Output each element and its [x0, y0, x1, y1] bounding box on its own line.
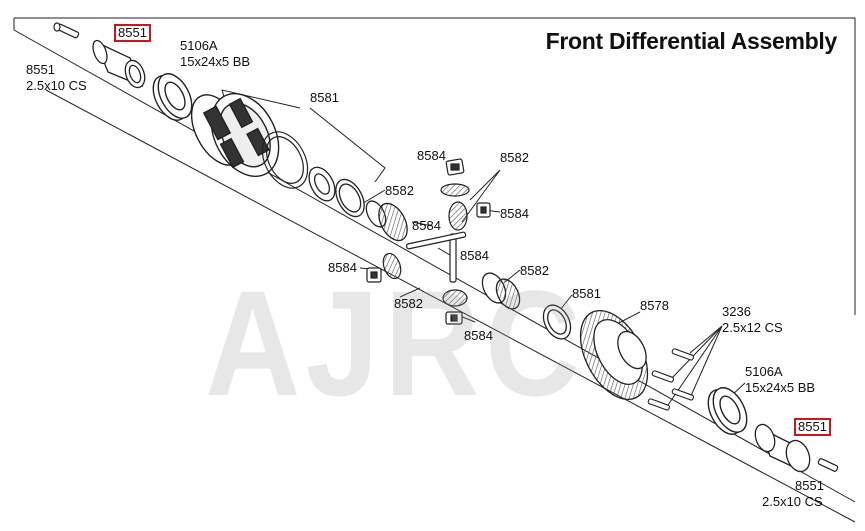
- part-label-8584-d: 8584: [460, 248, 489, 263]
- bottom-bearing: [707, 387, 748, 435]
- part-label-5106a-top-size: 15x24x5 BB: [180, 54, 251, 69]
- spider-gear-bottom: [366, 252, 468, 325]
- part-label-8584-b: 8584: [412, 218, 441, 233]
- shims-top: [308, 166, 365, 218]
- part-label-3236: 3236: [722, 304, 751, 319]
- ring-gear: [579, 309, 649, 401]
- part-label-5106a-bottom: 5106A: [745, 364, 783, 379]
- part-label-8551-top-code: 8551: [26, 62, 55, 77]
- housing-gasket: [261, 131, 309, 189]
- ring-gear-screws: [647, 348, 695, 411]
- part-label-5106a-top: 5106A: [180, 38, 218, 53]
- part-label-8582-a: 8582: [385, 183, 414, 198]
- part-label-8551-top-size: 2.5x10 CS: [26, 78, 87, 93]
- top-bearing: [152, 73, 193, 121]
- part-label-3236-size: 2.5x12 CS: [722, 320, 783, 335]
- part-label-8578: 8578: [640, 298, 669, 313]
- part-label-8551-bottom: 8551: [794, 418, 831, 436]
- differential-housing: [190, 92, 280, 178]
- part-label-8581-bottom: 8581: [572, 286, 601, 301]
- spider-gear-top: [440, 158, 491, 231]
- shim-bottom: [542, 304, 572, 340]
- top-output-cup: [92, 39, 146, 89]
- cross-shaft: [406, 231, 467, 283]
- part-label-8584-c: 8584: [500, 206, 529, 221]
- part-label-8581-top: 8581: [310, 90, 339, 105]
- part-label-8584-a: 8584: [417, 148, 446, 163]
- part-label-8584-e: 8584: [328, 260, 357, 275]
- bottom-pin: [817, 458, 839, 472]
- part-label-8582-b: 8582: [500, 150, 529, 165]
- diagram-title: Front Differential Assembly: [545, 28, 838, 54]
- part-label-8584-f: 8584: [464, 328, 493, 343]
- part-label-8551-bottom-size: 2.5x10 CS: [762, 494, 823, 509]
- side-gear-bottom: [481, 272, 521, 310]
- bottom-output-cup: [754, 423, 811, 473]
- part-label-5106a-bottom-size: 15x24x5 BB: [745, 380, 816, 395]
- part-label-8551-bottom-code: 8551: [795, 478, 824, 493]
- top-pin: [53, 22, 80, 39]
- part-label-8582-c: 8582: [520, 263, 549, 278]
- part-label-8551-top: 8551: [114, 24, 151, 42]
- side-gear-top: [365, 200, 408, 242]
- watermark: AJRC: [205, 259, 586, 427]
- part-label-8582-d: 8582: [394, 296, 423, 311]
